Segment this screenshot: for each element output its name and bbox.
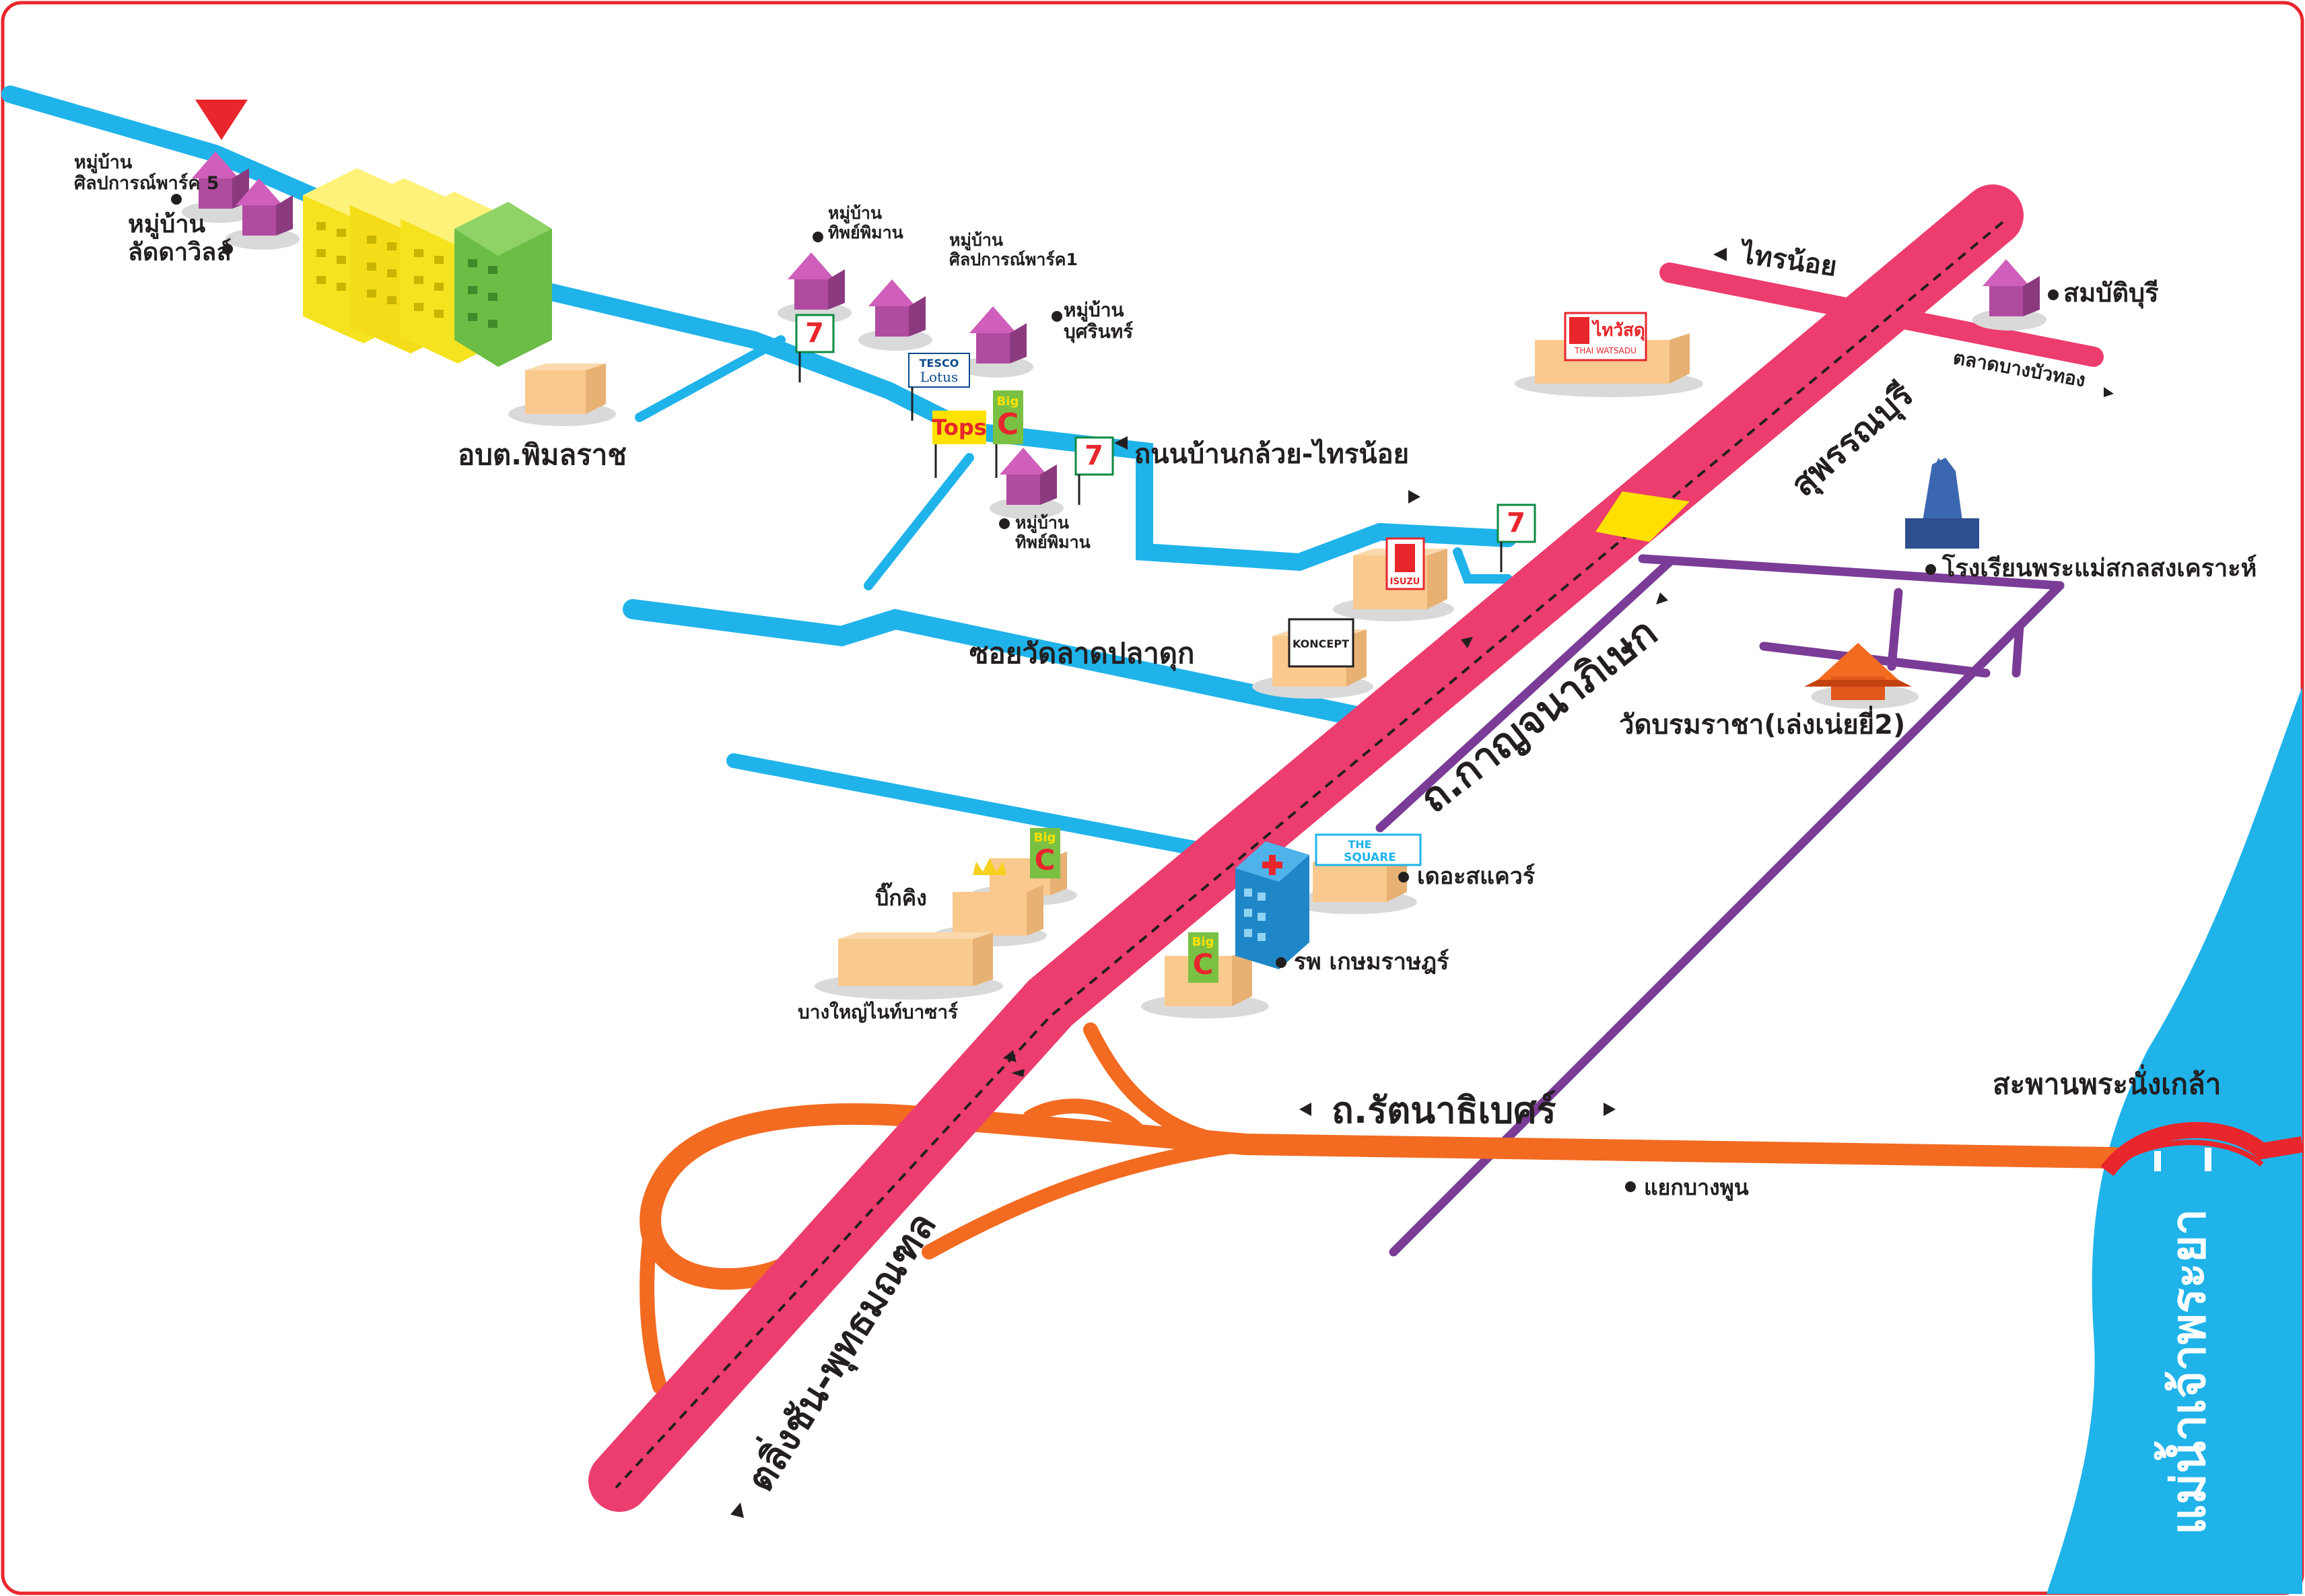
label-dots [171, 194, 2059, 1192]
label-bussarin: หมู่บ้านบุศรินทร์ [1064, 299, 1133, 343]
label-ratanathibet: ถ.รัตนาธิเบศร์ [1332, 1089, 1556, 1132]
label-silapakarn-park-5: หมู่บ้านศิลปการณ์พาร์ค 5 [74, 152, 219, 194]
svg-text:Tops: Tops [932, 415, 987, 440]
label-wat-borom-racha: วัดบรมราชา(เล่งเน่ยยี่2) [1619, 705, 1905, 740]
building-icon [508, 363, 616, 426]
location-marker-icon [195, 100, 248, 140]
label-the-square: เดอะสแควร์ [1417, 863, 1536, 890]
svg-text:Lotus: Lotus [920, 369, 959, 385]
hospital-icon [1235, 841, 1309, 969]
svg-text:7: 7 [1507, 508, 1525, 539]
kanchanaphisek-road [588, 184, 2104, 1512]
house-icon [990, 448, 1064, 519]
label-sombat-buri: สมบัติบุรี [2063, 278, 2159, 309]
svg-text:Big: Big [1034, 831, 1056, 845]
overpass [1595, 491, 1690, 542]
label-bankluai-sainoi: ถนนบ้านกล้วย-ไทรน้อย [1134, 438, 1409, 470]
the-square-icon: THE SQUARE [1315, 833, 1422, 866]
seven-eleven-icon: 7 [1496, 504, 1536, 572]
label-thip-phiman-top: หมู่บ้านทิพย์พิมาน [828, 203, 903, 242]
seven-eleven-icon: 7 [795, 314, 835, 382]
house-icon [1972, 259, 2046, 331]
crown-icon [973, 858, 1006, 875]
label-river: แม่น้ำเจ้าพระยา [2154, 1209, 2216, 1535]
label-obt-phimonrat: อบต.พิมลราช [458, 438, 627, 471]
tesco-lotus-icon: TESCO Lotus [908, 353, 970, 421]
label-soi-wat-lat-pla-duk: ซอยวัดลาดปลาดุก [969, 637, 1194, 671]
svg-text:C: C [1193, 948, 1214, 981]
svg-text:THAI WATSADU: THAI WATSADU [1574, 346, 1637, 355]
svg-text:C: C [1035, 843, 1056, 876]
label-school: โรงเรียนพระแม่สกลสงเคราะห์ [1941, 553, 2257, 582]
svg-text:SQUARE: SQUARE [1344, 851, 1396, 864]
label-ladawin: หมู่บ้านลัดดาวิลล์ [128, 211, 231, 266]
bridge-icon [2100, 1121, 2304, 1177]
label-yaek-bang-phun: แยกบางพูน [1644, 1175, 1749, 1202]
label-bang-yai-nine-bazaar: บางใหญ่ไนท์บาซาร์ [798, 1001, 958, 1023]
svg-text:Big: Big [997, 394, 1019, 409]
thai-watsadu-icon: ไทวัสดุ THAI WATSADU [1564, 312, 1647, 361]
svg-text:C: C [997, 407, 1019, 442]
tops-icon: Tops [932, 411, 987, 478]
label-hospital: รพ เกษมราษฎร์ [1294, 948, 1449, 975]
building-icon [303, 168, 552, 367]
label-silapakarn-park-1: หมู่บ้านศิลปการณ์พาร์ค1 [949, 230, 1078, 269]
big-c-icon: Big C [993, 390, 1023, 478]
label-thip-phiman-bottom: หมู่บ้านทิพย์พิมาน [1015, 513, 1091, 552]
koncept-icon: KONCEPT [1288, 618, 1354, 668]
svg-text:7: 7 [805, 318, 824, 349]
big-c-icon: Big C [1188, 932, 1218, 983]
house-icon [182, 151, 256, 223]
svg-text:7: 7 [1085, 440, 1103, 471]
house-icon [858, 279, 932, 351]
label-burger-king: บิ๊กคิง [875, 882, 927, 911]
road-arrows [730, 248, 2114, 1518]
direction-arrows [1003, 592, 1668, 1077]
svg-text:ไทวัสดุ: ไทวัสดุ [1591, 319, 1645, 341]
chao-phraya-river [2046, 687, 2302, 1594]
label-sai-noi: ไทรน้อย [1737, 238, 1839, 283]
building-icon [1289, 855, 1417, 914]
svg-text:KONCEPT: KONCEPT [1293, 637, 1349, 650]
building-icon [815, 932, 1003, 1000]
label-bridge: สะพานพระนั่งเกล้า [1993, 1064, 2221, 1101]
temple-icon [1804, 643, 1919, 709]
big-c-icon: Big C [1030, 828, 1060, 878]
house-icon [778, 252, 852, 324]
seven-eleven-icon: 7 [1074, 436, 1114, 505]
svg-text:THE: THE [1348, 838, 1371, 851]
svg-text:TESCO: TESCO [920, 357, 959, 370]
house-icon [226, 178, 300, 250]
svg-text:Big: Big [1192, 935, 1214, 949]
isuzu-icon: ISUZU [1385, 537, 1425, 590]
svg-text:ISUZU: ISUZU [1390, 577, 1420, 587]
church-icon [1905, 458, 1979, 549]
house-icon [959, 306, 1033, 378]
